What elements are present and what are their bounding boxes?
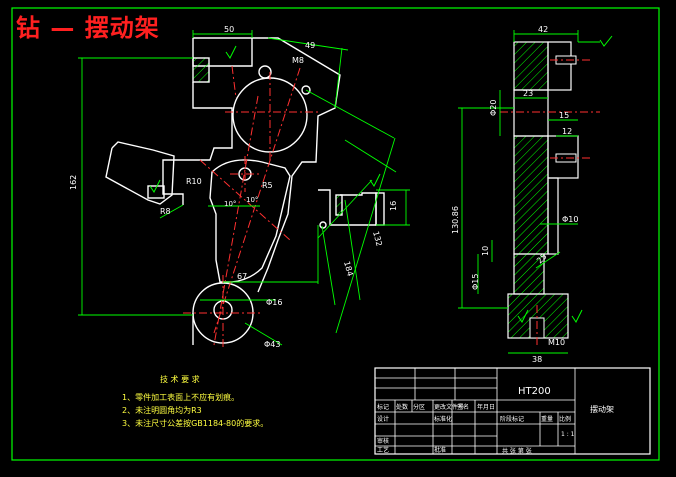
side-centerlines — [500, 59, 600, 346]
dim-18: Φ10 — [562, 215, 578, 224]
dim-angle-2: 10° — [246, 196, 258, 204]
side-view — [507, 41, 579, 339]
dim-50: 50 — [224, 25, 234, 34]
part-name-label: 摆动架 — [590, 404, 614, 414]
dim-132: 132 — [371, 230, 384, 247]
dim-phi20: Φ20 — [489, 100, 498, 116]
dim-67: 67 — [237, 272, 247, 281]
front-view — [105, 37, 385, 345]
drawing-title: 钻 — 摆动架 — [16, 14, 160, 42]
material-label: HT200 — [518, 386, 551, 397]
side-dimension-texts: 42 23 15 Φ20 12 Φ10 130.86 10 Φ15 25 38 … — [451, 25, 578, 364]
tb-biaozhunhua: 标准化 — [434, 415, 452, 423]
dim-42: 42 — [538, 25, 548, 34]
dim-phi43: Φ43 — [264, 340, 280, 349]
tb-pizhun: 批准 — [434, 446, 446, 454]
tb-qianming: 签名 — [457, 403, 469, 411]
dim-15: 15 — [559, 111, 569, 120]
tb-bili: 比例 — [559, 415, 571, 423]
dim-12: 12 — [562, 127, 572, 136]
tech-req-item-2: 2、未注明圆角均为R3 — [122, 405, 202, 415]
dim-184: 184 — [342, 260, 355, 277]
dim-m10: M10 — [548, 338, 565, 347]
front-dimension-texts: 50 49 M8 162 R10 R8 10° 10° R5 67 Φ16 Φ4… — [69, 25, 398, 349]
tech-req-item-3: 3、未注尺寸公差按GB1184-80的要求。 — [122, 418, 268, 428]
tb-nianyueri: 年月日 — [477, 403, 495, 411]
dim-16: 16 — [389, 201, 398, 211]
tb-chushu: 处数 — [396, 403, 408, 411]
tb-fenqu: 分区 — [413, 403, 425, 411]
title-block-texts: HT200 摆动架 标记 处数 分区 更改文件号 签名 年月日 设计 标准化 阶… — [377, 386, 614, 455]
dim-130-86: 130.86 — [451, 206, 460, 234]
drawing-border — [11, 7, 660, 461]
tech-req-item-1: 1、零件加工表面上不应有划痕。 — [122, 392, 239, 402]
side-roughness — [517, 35, 613, 323]
tb-scale-value: 1 : 1 — [561, 431, 575, 438]
tb-sheji: 设计 — [377, 415, 389, 423]
dim-r8: R8 — [160, 207, 171, 216]
dim-49: 49 — [305, 41, 315, 50]
dim-10: 10 — [481, 246, 490, 256]
tb-gongyi: 工艺 — [377, 446, 389, 454]
dim-angle-1: 10° — [224, 200, 236, 208]
technical-requirements: 技 术 要 求 1、零件加工表面上不应有划痕。 2、未注明圆角均为R3 3、未注… — [122, 374, 268, 428]
tech-req-heading: 技 术 要 求 — [160, 374, 200, 384]
front-centerlines — [183, 65, 318, 348]
dim-38: 38 — [532, 355, 542, 364]
title-block — [374, 367, 651, 455]
tb-sheets: 共 张 第 张 — [502, 447, 532, 455]
front-dimension-lines — [78, 30, 410, 346]
tb-shenhe: 审核 — [377, 437, 389, 445]
tb-jieduan: 阶段标记 — [500, 415, 524, 423]
roughness-symbols — [149, 45, 381, 193]
dim-23: 23 — [523, 89, 533, 98]
dim-phi16: Φ16 — [266, 298, 282, 307]
dim-phi15: Φ15 — [471, 274, 480, 290]
dim-162: 162 — [69, 175, 78, 190]
dim-m8: M8 — [292, 56, 304, 65]
tb-zhongliang: 重量 — [541, 415, 553, 423]
side-dimension-lines — [458, 30, 600, 354]
dim-r10: R10 — [186, 177, 202, 186]
dim-r5: R5 — [262, 181, 273, 190]
tb-genggai: 更改文件号 — [434, 403, 464, 411]
tb-biaoji: 标记 — [377, 403, 389, 411]
